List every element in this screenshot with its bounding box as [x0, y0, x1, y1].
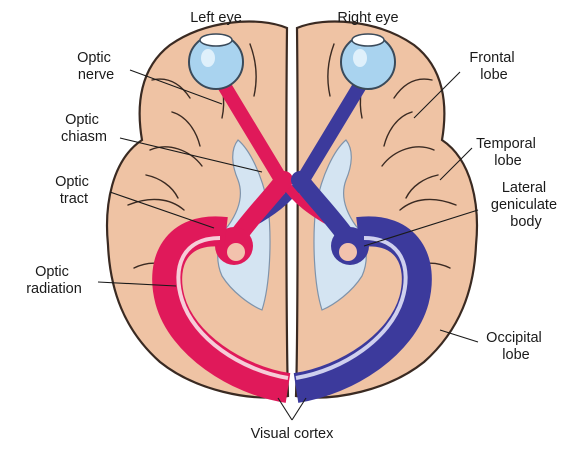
label-optic-nerve-line1: Optic	[77, 50, 111, 66]
label-optic-chiasm: Optic chiasm	[61, 112, 107, 145]
right-eye	[341, 34, 395, 89]
label-optic-tract: Optic tract	[55, 174, 93, 207]
label-optic-radiation-line2: radiation	[26, 281, 82, 297]
label-optic-radiation: Optic radiation	[26, 264, 82, 297]
left-eye	[189, 34, 243, 89]
label-optic-tract-line2: tract	[60, 191, 88, 207]
label-temporal-lobe-line1: Temporal	[476, 136, 536, 152]
label-optic-nerve-line2: nerve	[78, 67, 114, 83]
brain	[107, 21, 477, 397]
label-frontal-lobe-line1: Frontal	[469, 50, 514, 66]
left-lgb-core	[227, 243, 245, 261]
label-lgb-line2: geniculate	[491, 197, 557, 213]
label-lateral-geniculate-body: Lateral geniculate body	[491, 180, 561, 230]
label-temporal-lobe: Temporal lobe	[476, 136, 540, 169]
label-optic-nerve: Optic nerve	[77, 50, 115, 83]
label-lgb-line3: body	[510, 214, 542, 230]
label-optic-chiasm-line2: chiasm	[61, 129, 107, 145]
label-frontal-lobe: Frontal lobe	[469, 50, 518, 83]
label-frontal-lobe-line2: lobe	[480, 67, 507, 83]
label-right-eye: Right eye	[337, 10, 398, 26]
label-visual-cortex: Visual cortex	[251, 426, 334, 442]
label-temporal-lobe-line2: lobe	[494, 153, 521, 169]
label-occipital-lobe-line1: Occipital	[486, 330, 542, 346]
label-optic-radiation-line1: Optic	[35, 264, 69, 280]
label-occipital-lobe-line2: lobe	[502, 347, 529, 363]
label-optic-tract-line1: Optic	[55, 174, 89, 190]
label-left-eye: Left eye	[190, 10, 242, 26]
label-lgb-line1: Lateral	[502, 180, 546, 196]
label-optic-chiasm-line1: Optic	[65, 112, 99, 128]
label-occipital-lobe: Occipital lobe	[486, 330, 546, 363]
right-lgb-core	[339, 243, 357, 261]
